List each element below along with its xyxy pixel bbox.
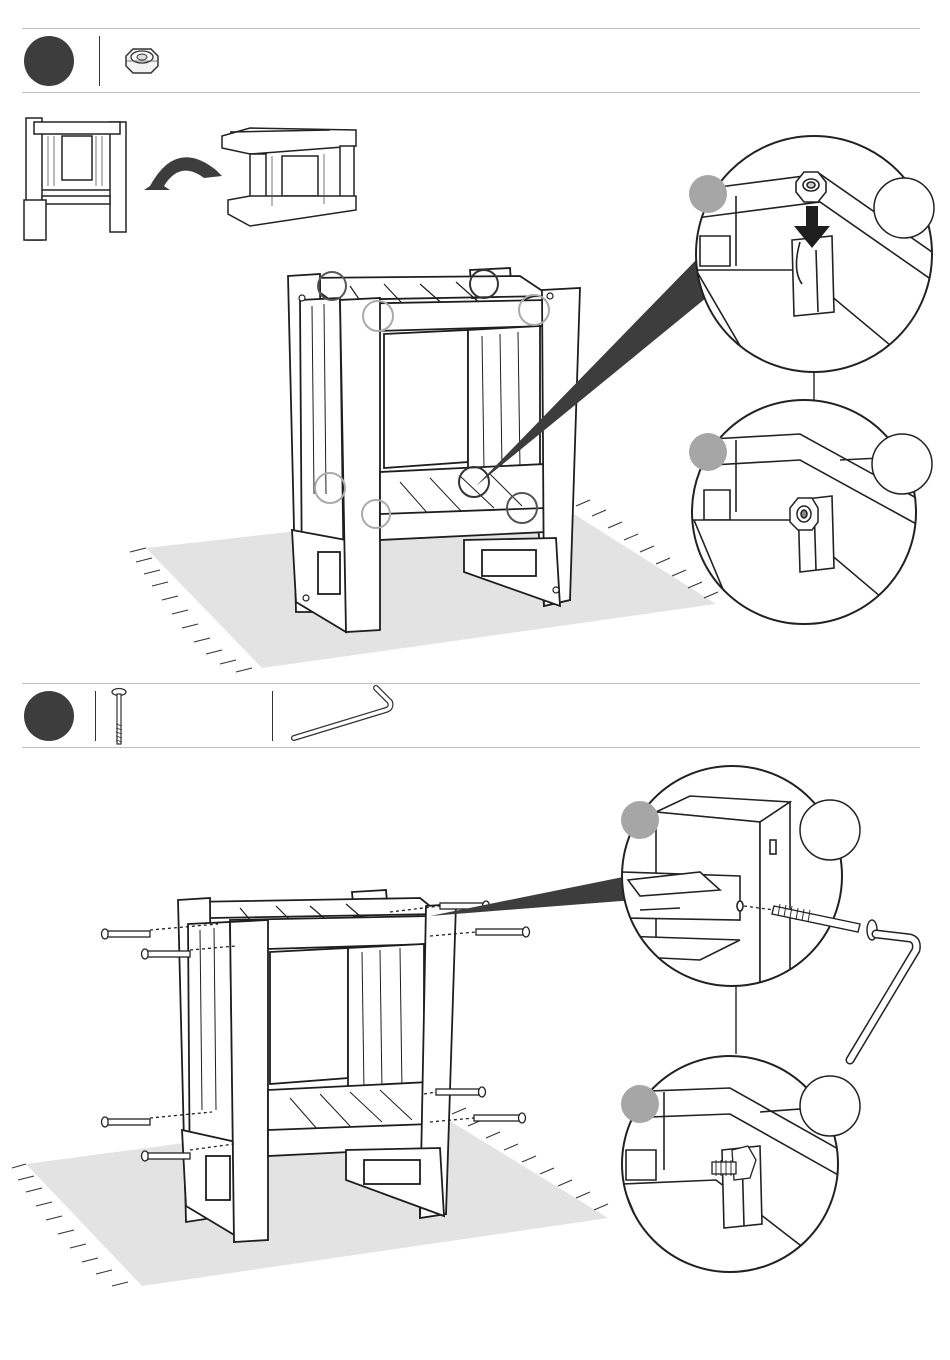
- detail-3-badge-gray: [621, 801, 659, 839]
- detail-circle-4: [621, 1056, 860, 1276]
- bolt-left-bottom-2: [142, 1151, 191, 1161]
- detail-4-badge-outline: [800, 1076, 860, 1136]
- detail-circle-3: [620, 766, 860, 990]
- bolt-right-bottom-2: [474, 1113, 526, 1123]
- bolt-right-bottom-1: [436, 1087, 486, 1097]
- bolt-left-top-1: [102, 929, 151, 939]
- detail-3-badge-outline: [800, 800, 860, 860]
- bolt-left-bottom-1: [102, 1117, 151, 1127]
- detail-4-badge-gray: [621, 1085, 659, 1123]
- allen-key-in-use: [850, 934, 916, 1060]
- bolt-left-top-2: [142, 949, 191, 959]
- bolt-right-top-2: [476, 927, 530, 937]
- zoom-callout-wedge-step2: [430, 876, 634, 916]
